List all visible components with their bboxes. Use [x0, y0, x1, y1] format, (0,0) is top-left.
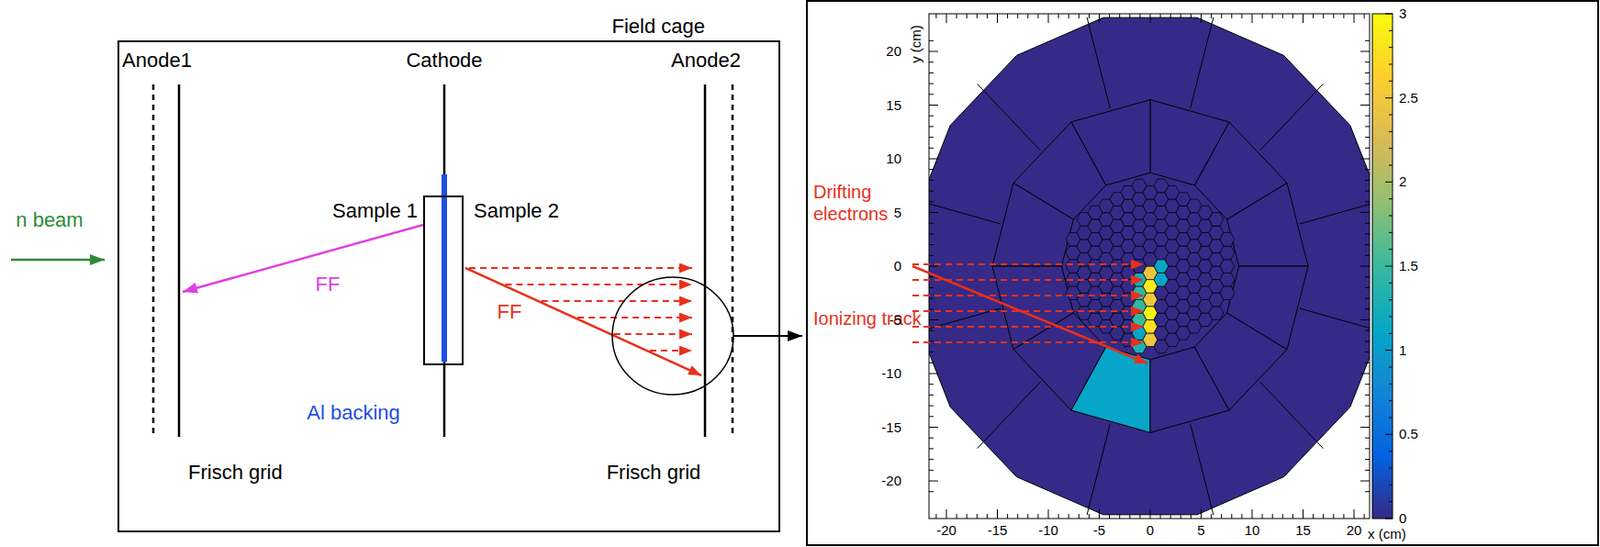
- tick-label: -10: [1038, 522, 1059, 539]
- tick-label: 20: [1346, 522, 1363, 539]
- tick-label: -15: [881, 419, 902, 437]
- tick-label: 15: [885, 97, 902, 114]
- drift-arrow: [614, 333, 693, 336]
- anode: [704, 84, 707, 437]
- beam-arrow: [11, 258, 105, 262]
- tick-label: 0: [1146, 522, 1154, 539]
- pad-plane-plot: [914, 13, 1393, 519]
- drift-arrow: [912, 341, 1144, 344]
- axis-title: y (cm): [907, 24, 925, 64]
- annotation: Drifting electrons: [813, 180, 922, 225]
- drift-arrow: [912, 325, 1144, 328]
- drift-arrow: [577, 316, 693, 319]
- drift-arrows: [912, 264, 1144, 343]
- electrode-label: Cathode: [405, 48, 482, 73]
- tick-label: -5: [1093, 522, 1106, 539]
- grid-label: Frisch grid: [606, 460, 702, 485]
- drift-arrow: [912, 294, 1144, 297]
- sample-holder: Sample 1Sample 2: [423, 195, 464, 366]
- frisch-grid: [731, 84, 735, 437]
- colorbar-tick: 2: [1398, 173, 1407, 191]
- tick-label: 15: [1295, 522, 1311, 539]
- fission-fragment: [465, 268, 702, 376]
- fragment-label: FF: [497, 300, 523, 325]
- drift-arrows: [469, 268, 693, 351]
- tick-label: -20: [936, 522, 957, 539]
- zoom-ellipse: [612, 277, 734, 395]
- al-backing: [441, 174, 448, 362]
- tick-label: 20: [885, 43, 902, 60]
- drift-arrow: [504, 283, 693, 286]
- colorbar-tick: 1: [1398, 342, 1407, 359]
- tick-label: -20: [881, 472, 902, 490]
- tick-label: -5: [889, 312, 902, 329]
- node-label: Sample 1: [332, 199, 418, 224]
- colorbar-tick: 3: [1398, 5, 1407, 23]
- tick-label: 5: [894, 204, 902, 222]
- colorbar-tick: 0: [1398, 510, 1407, 527]
- drift-arrow: [469, 267, 693, 269]
- tick-label: -10: [881, 365, 902, 382]
- zoom-arrow: [733, 335, 803, 337]
- node-label: Sample 2: [473, 199, 560, 224]
- drift-arrow: [912, 263, 1144, 266]
- axis-title: x (cm): [1367, 525, 1407, 543]
- grid-label: Frisch grid: [188, 460, 283, 485]
- ionizing-track: [912, 266, 1148, 364]
- colorbar-tick: 0.5: [1398, 425, 1419, 443]
- tick-label: 10: [1244, 522, 1261, 539]
- node-label: Field cage: [611, 14, 705, 39]
- fission-fragment: [182, 224, 424, 292]
- tick-label: 0: [894, 257, 902, 275]
- fragment-label: FF: [315, 272, 341, 297]
- tick-label: 5: [1197, 522, 1205, 539]
- anode: [178, 84, 181, 437]
- beam-label: n beam: [15, 208, 83, 233]
- panel-frame: [806, 0, 1599, 546]
- drift-arrow: [541, 300, 693, 303]
- electrode-label: Anode1: [122, 48, 192, 73]
- frisch-grid: [152, 84, 156, 437]
- tick-label: 10: [885, 150, 902, 168]
- drift-arrow: [649, 349, 693, 352]
- backing-label: Al backing: [306, 401, 401, 426]
- annotation: Ionizing track: [813, 307, 922, 330]
- tick-label: -15: [987, 522, 1008, 539]
- field-cage-box: Field cageSample 1Sample 2: [117, 40, 781, 533]
- cathode: [443, 84, 447, 437]
- colorbar-tick: 2.5: [1398, 89, 1419, 107]
- electrode-label: Anode2: [671, 48, 741, 73]
- colorbar-tick: 1.5: [1398, 257, 1419, 275]
- drift-arrow: [912, 310, 1144, 313]
